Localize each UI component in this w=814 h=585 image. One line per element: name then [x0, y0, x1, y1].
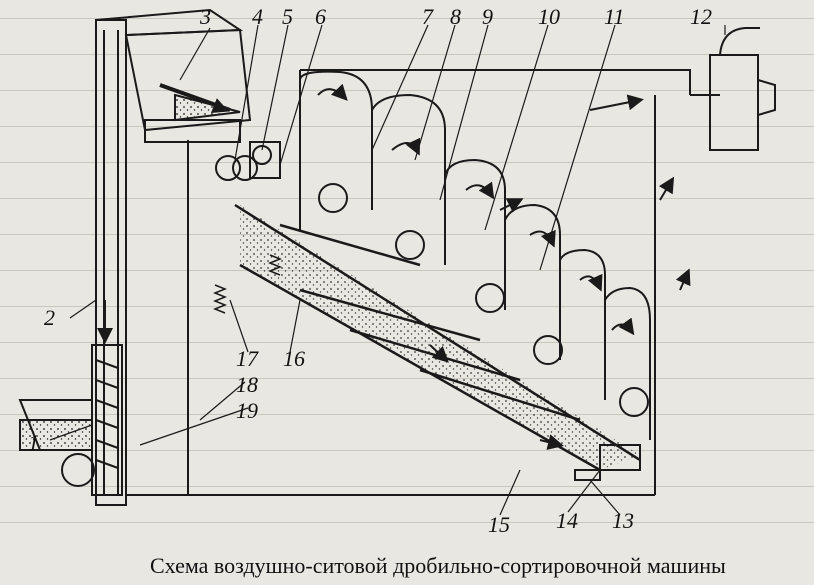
label-3: 3	[199, 4, 211, 29]
air-flow-arrows	[97, 83, 691, 450]
bucket-elevator	[95, 8, 244, 506]
label-16: 16	[283, 346, 305, 371]
label-7: 7	[422, 4, 434, 29]
label-12: 12	[690, 4, 712, 29]
label-13: 13	[612, 508, 634, 533]
label-15: 15	[488, 512, 510, 537]
label-11: 11	[604, 4, 624, 29]
part-number-labels: 1 2 3 4 5 6 7 8 9 10 11 12 13 14 15 16 1…	[28, 4, 712, 537]
label-9: 9	[482, 4, 493, 29]
feed-auger	[18, 344, 123, 496]
fan-cyclone	[690, 27, 776, 151]
label-10: 10	[538, 4, 560, 29]
figure-caption: Схема воздушно-ситовой дробильно-сортиро…	[150, 553, 726, 578]
crushed-material	[240, 205, 640, 470]
label-19: 19	[236, 398, 258, 423]
crushing-rolls	[215, 141, 281, 181]
label-4: 4	[252, 4, 263, 29]
bottom-trough	[574, 444, 641, 481]
settling-drums	[318, 183, 649, 417]
feed-hopper	[124, 28, 252, 143]
label-8: 8	[450, 4, 461, 29]
label-14: 14	[556, 508, 578, 533]
label-17: 17	[236, 346, 259, 371]
leader-lines	[49, 24, 726, 516]
label-2: 2	[44, 305, 55, 330]
label-1: 1	[28, 430, 39, 455]
label-6: 6	[315, 4, 326, 29]
label-18: 18	[236, 372, 258, 397]
spring-supports	[212, 254, 283, 314]
label-5: 5	[282, 4, 293, 29]
